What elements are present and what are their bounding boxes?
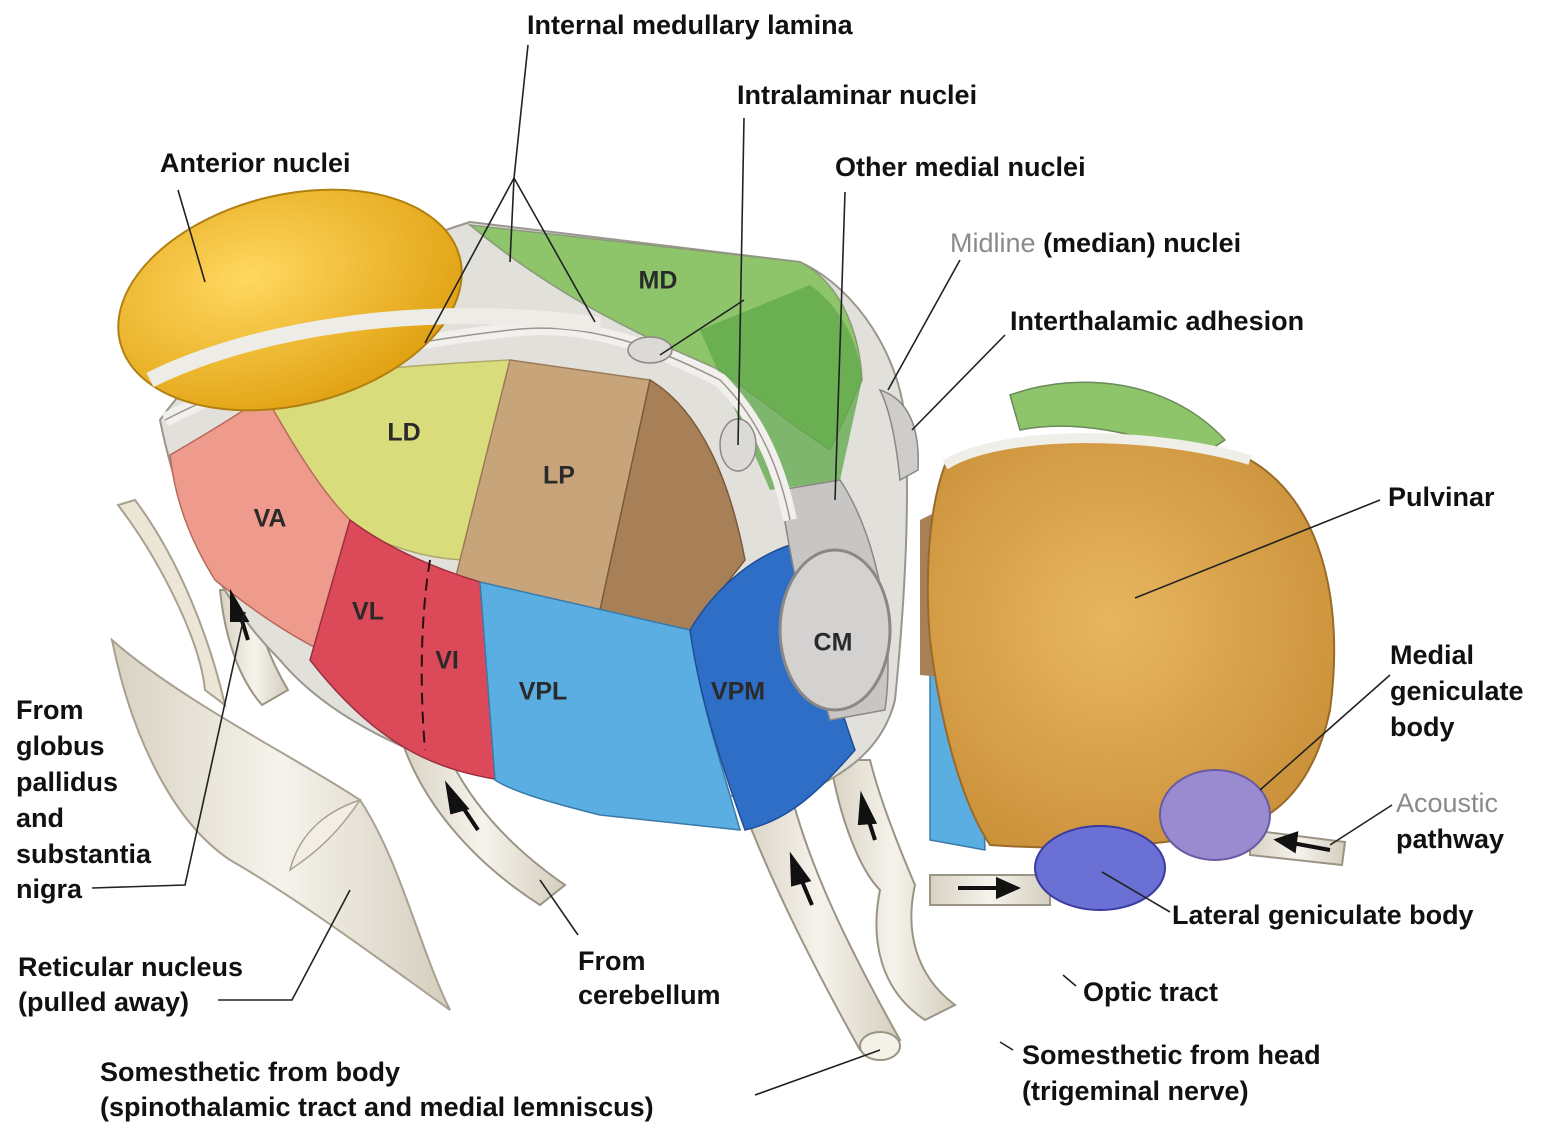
- label-interthalamic-adhesion: Interthalamic adhesion: [1010, 304, 1304, 338]
- label-globus-3: pallidus: [16, 765, 118, 799]
- label-reticular-2: (pulled away): [18, 985, 189, 1019]
- label-internal-medullary-lamina: Internal medullary lamina: [527, 8, 853, 42]
- label-globus-4: and: [16, 801, 64, 835]
- nucleus-label-vl: VL: [352, 598, 384, 627]
- label-globus-2: globus: [16, 729, 105, 763]
- label-midline-nuclei: Midline (median) nuclei: [950, 226, 1241, 260]
- label-medial-geniculate-2: geniculate: [1390, 674, 1524, 708]
- nucleus-label-vpl: VPL: [519, 678, 568, 707]
- label-globus-6: nigra: [16, 872, 82, 906]
- label-globus-1: From: [16, 693, 84, 727]
- nucleus-label-vpm: VPM: [711, 678, 765, 707]
- label-globus-5: substantia: [16, 837, 151, 871]
- label-acoustic-1: Acoustic: [1396, 786, 1498, 820]
- label-anterior-nuclei: Anterior nuclei: [160, 146, 351, 180]
- label-medial-geniculate-3: body: [1390, 710, 1455, 744]
- label-midline-word: Midline: [950, 228, 1036, 258]
- nucleus-label-va: VA: [254, 505, 287, 534]
- nucleus-label-ld: LD: [387, 419, 420, 448]
- label-midline-rest: (median) nuclei: [1043, 228, 1241, 258]
- posterior-thalamus: [920, 382, 1334, 910]
- label-other-medial-nuclei: Other medial nuclei: [835, 150, 1086, 184]
- label-somesthetic-body-1: Somesthetic from body: [100, 1055, 400, 1089]
- nucleus-label-cm: CM: [814, 629, 853, 658]
- label-somesthetic-head-2: (trigeminal nerve): [1022, 1074, 1249, 1108]
- label-from-cerebellum-1: From: [578, 944, 646, 978]
- label-somesthetic-body-2: (spinothalamic tract and medial lemniscu…: [100, 1090, 654, 1124]
- label-lateral-geniculate: Lateral geniculate body: [1172, 898, 1474, 932]
- label-reticular-1: Reticular nucleus: [18, 950, 243, 984]
- label-from-cerebellum-2: cerebellum: [578, 978, 721, 1012]
- nucleus-label-vi: VI: [435, 647, 459, 676]
- label-intralaminar-nuclei: Intralaminar nuclei: [737, 78, 977, 112]
- label-somesthetic-head-1: Somesthetic from head: [1022, 1038, 1321, 1072]
- label-medial-geniculate-1: Medial: [1390, 638, 1474, 672]
- nucleus-label-lp: LP: [543, 462, 575, 491]
- nucleus-label-md: MD: [639, 267, 678, 296]
- label-acoustic-2: pathway: [1396, 822, 1504, 856]
- label-optic-tract: Optic tract: [1083, 975, 1218, 1009]
- label-pulvinar: Pulvinar: [1388, 480, 1495, 514]
